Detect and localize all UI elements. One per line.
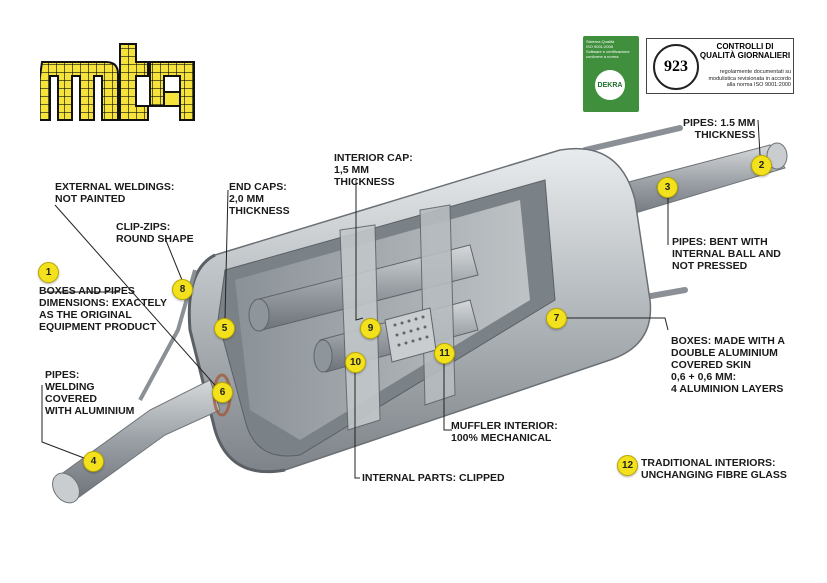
callout-label-10: INTERNAL PARTS: CLIPPED bbox=[362, 472, 505, 484]
label-line: PIPES: BENT WITH bbox=[672, 236, 768, 248]
callout-badge-12: 12 bbox=[617, 455, 638, 476]
label-line: EXTERNAL WELDINGS: bbox=[55, 181, 175, 193]
callout-badge-8: 8 bbox=[172, 279, 193, 300]
callout-badge-10: 10 bbox=[345, 352, 366, 373]
callout-label-7: BOXES: MADE WITH A DOUBLE ALUMINIUM COVE… bbox=[671, 335, 785, 395]
cert-line: conforme a norma bbox=[586, 54, 619, 59]
label-line: DIMENSIONS: EXACTELY bbox=[39, 297, 167, 309]
label-line: CLIP-ZIPS: bbox=[116, 221, 171, 233]
label-line: THICKNESS bbox=[694, 129, 756, 141]
callout-badge-7: 7 bbox=[546, 308, 567, 329]
callout-label-1: BOXES AND PIPES DIMENSIONS: EXACTELY AS … bbox=[39, 285, 167, 333]
callout-label-4: PIPES: WELDING COVERED WITH ALUMINIUM bbox=[45, 369, 134, 417]
label-line: PIPES: bbox=[45, 369, 80, 381]
label-line: COVERED bbox=[45, 393, 97, 405]
label-line: 1,5 mm bbox=[334, 164, 370, 176]
callout-badge-2: 2 bbox=[751, 155, 772, 176]
label-line: WITH ALUMINIUM bbox=[45, 405, 135, 417]
label-line: TRADITIONAL INTERIORS: bbox=[641, 457, 776, 469]
label-line: INTERIOR CAP: bbox=[334, 152, 413, 164]
quality-seal: 923 bbox=[653, 44, 699, 90]
callout-label-2: PIPES: 1.5 mm THICKNESS bbox=[683, 117, 755, 141]
callout-badge-11: 11 bbox=[434, 343, 455, 364]
callout-badge-9: 9 bbox=[360, 318, 381, 339]
callout-label-8: CLIP-ZIPS: ROUND SHAPE bbox=[116, 221, 194, 245]
label-line: 100% MECHANICAL bbox=[451, 432, 552, 444]
label-line: DOUBLE ALUMINIUM bbox=[671, 347, 778, 359]
cert-line: Software e certificazione bbox=[586, 49, 630, 54]
cert-line: ISO 9001:2008 bbox=[586, 44, 613, 49]
quality-title: CONTROLLI DI QUALITÀ GIORNALIERI bbox=[699, 42, 791, 60]
callout-label-5: END CAPS: 2,0 mm THICKNESS bbox=[229, 181, 290, 217]
dekra-logo: DEKRA bbox=[595, 70, 625, 100]
certification-badge: Sistema Qualità ISO 9001:2008 Software e… bbox=[583, 36, 639, 112]
label-line: NOT PAINTED bbox=[55, 193, 126, 205]
callout-label-3: PIPES: BENT WITH INTERNAL BALL AND NOT P… bbox=[672, 236, 781, 272]
label-line: 4 ALUMINION LAYERS bbox=[671, 383, 784, 395]
callout-label-6: EXTERNAL WELDINGS: NOT PAINTED bbox=[55, 181, 174, 205]
label-line: THICKNESS bbox=[229, 205, 290, 217]
label-line: PIPES: 1.5 mm bbox=[683, 117, 756, 129]
label-line: 2,0 mm bbox=[229, 193, 265, 205]
callout-badge-6: 6 bbox=[212, 382, 233, 403]
label-line: EQUIPMENT PRODUCT bbox=[39, 321, 157, 333]
callout-badge-1: 1 bbox=[38, 262, 59, 283]
quality-subtitle: regolarmente documentati su modulistica … bbox=[708, 69, 791, 88]
cert-line: Sistema Qualità bbox=[586, 39, 615, 44]
label-line: NOT PRESSED bbox=[672, 260, 748, 272]
label-line: THICKNESS bbox=[334, 176, 395, 188]
callout-label-12: TRADITIONAL INTERIORS: UNCHANGING FIBRE … bbox=[641, 457, 787, 481]
callout-badge-3: 3 bbox=[657, 177, 678, 198]
label-line: AS THE ORIGINAL bbox=[39, 309, 132, 321]
label-line: BOXES: MADE WITH A bbox=[671, 335, 785, 347]
mtg-logo bbox=[40, 43, 195, 121]
label-line: INTERNAL BALL AND bbox=[672, 248, 781, 260]
label-line: COVERED SKIN bbox=[671, 359, 751, 371]
label-line: BOXES AND PIPES bbox=[39, 285, 135, 297]
callout-label-11: MUFFLER INTERIOR: 100% MECHANICAL bbox=[451, 420, 558, 444]
quality-control-box: 923 CONTROLLI DI QUALITÀ GIORNALIERI reg… bbox=[646, 38, 794, 94]
label-line: WELDING bbox=[45, 381, 95, 393]
label-line: INTERNAL PARTS: CLIPPED bbox=[362, 472, 505, 484]
callout-badge-5: 5 bbox=[214, 318, 235, 339]
label-line: ROUND SHAPE bbox=[116, 233, 194, 245]
label-line: UNCHANGING FIBRE GLASS bbox=[641, 469, 787, 481]
callout-label-9: INTERIOR CAP: 1,5 mm THICKNESS bbox=[334, 152, 413, 188]
label-line: MUFFLER INTERIOR: bbox=[451, 420, 558, 432]
label-line: END CAPS: bbox=[229, 181, 287, 193]
callout-badge-4: 4 bbox=[83, 451, 104, 472]
label-line: 0,6 + 0,6 mm: bbox=[671, 371, 737, 383]
